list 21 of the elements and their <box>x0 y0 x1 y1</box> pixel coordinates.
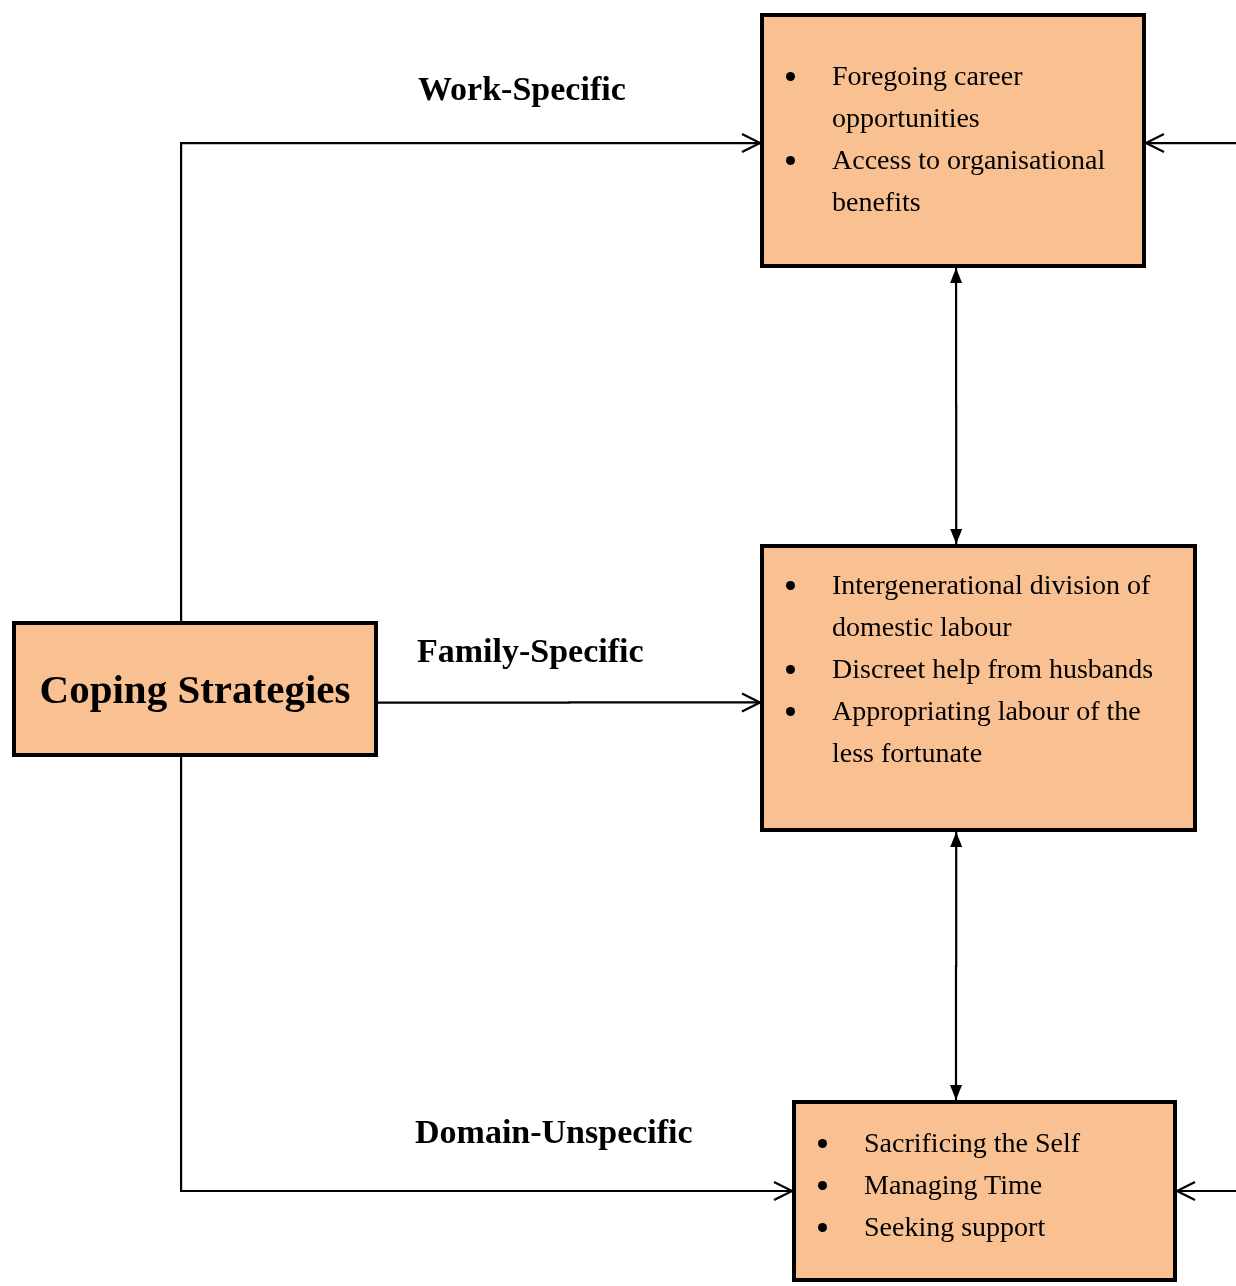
process-box <box>760 13 1146 268</box>
bullet-item: Appropriating labour of the less fortunate <box>764 690 1179 774</box>
edge-label: Family-Specific <box>417 632 644 670</box>
box-title: Coping Strategies <box>38 664 352 714</box>
arrow <box>378 692 762 713</box>
bullet-item: Sacrificing the Self <box>796 1122 1159 1164</box>
edge-label: Domain-Unspecific <box>415 1113 693 1151</box>
bullet-item: Foregoing career opportunities <box>764 55 1128 139</box>
arrow <box>950 832 963 1100</box>
bullet-item: Managing Time <box>796 1164 1159 1206</box>
bullet-item: Discreet help from husbands <box>764 648 1179 690</box>
bullet-item: Access to organisational benefits <box>764 139 1128 223</box>
process-box <box>792 1100 1177 1282</box>
bullet-item: Seeking support <box>796 1206 1159 1248</box>
arrow <box>180 757 794 1202</box>
process-box <box>12 621 378 757</box>
arrow <box>950 268 963 544</box>
bullet-item: Intergenerational division of domestic labour <box>764 564 1179 648</box>
arrow <box>180 132 762 621</box>
process-box <box>760 544 1197 832</box>
edge-label: Work-Specific <box>418 70 626 108</box>
